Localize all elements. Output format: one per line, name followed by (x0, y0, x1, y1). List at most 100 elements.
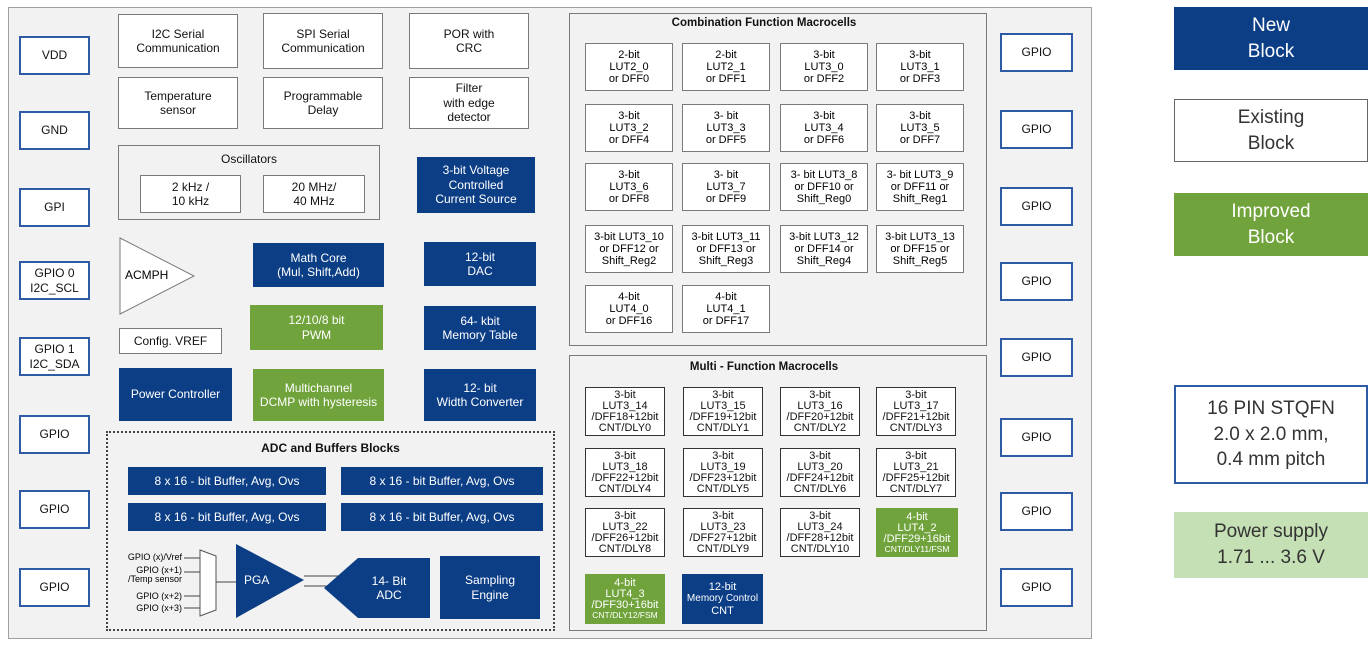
combo-cell: 2-bit LUT2_1 or DFF1 (682, 43, 770, 91)
adc-shape (324, 558, 430, 618)
combo-cell: 2-bit LUT2_0 or DFF0 (585, 43, 673, 91)
pin-gpio-left-3: GPIO (19, 568, 90, 607)
improved-cell-1-line3: /DFF29+16bit (883, 532, 951, 545)
memctl-line2: Memory Control (686, 593, 759, 605)
multi-cell: 3-bit LUT3_17 /DFF21+12bit CNT/DLY3 (876, 387, 956, 436)
pin-gpio-right-4: GPIO (1000, 262, 1073, 301)
multi-cell: 3-bit LUT3_15 /DFF19+12bit CNT/DLY1 (683, 387, 763, 436)
mux-input-3: GPIO (x+2) (136, 591, 182, 601)
pin-gpio1: GPIO 1 I2C_SDA (19, 337, 90, 376)
pwm-block: 12/10/8 bit PWM (250, 305, 383, 350)
dac-block: 12-bit DAC (424, 242, 536, 286)
width-converter-block: 12- bit Width Converter (424, 369, 536, 421)
acmph-label: ACMPH (125, 268, 169, 282)
multi-cell: 3-bit LUT3_24 /DFF28+12bit CNT/DLY10 (780, 508, 860, 557)
memory-table-block: 64- kbit Memory Table (424, 306, 536, 350)
power-supply-info: Power supply 1.71 ... 3.6 V (1174, 512, 1368, 578)
sampling-engine-block: Sampling Engine (440, 556, 540, 619)
oscillators-title: Oscillators (220, 152, 277, 166)
combo-cell: 3- bit LUT3_8 or DFF10 or Shift_Reg0 (780, 163, 868, 211)
combo-cell: 3-bit LUT3_1 or DFF3 (876, 43, 964, 91)
i2c-block: I2C Serial Communication (118, 14, 238, 68)
pin-gpio-right-6: GPIO (1000, 418, 1073, 457)
multi-cell: 3-bit LUT3_19 /DFF23+12bit CNT/DLY5 (683, 448, 763, 497)
memory-control-cnt-block: 12-bit Memory Control CNT (682, 574, 763, 624)
pin-gpio-right-2: GPIO (1000, 110, 1073, 149)
combo-cell: 4-bit LUT4_0 or DFF16 (585, 285, 673, 333)
pin-gnd: GND (19, 111, 90, 150)
multi-cell: 3-bit LUT3_23 /DFF27+12bit CNT/DLY9 (683, 508, 763, 557)
por-block: POR with CRC (409, 13, 529, 69)
vccs-block: 3-bit Voltage Controlled Current Source (417, 157, 535, 213)
improved-cell-2-line2: LUT4_3 (605, 588, 645, 601)
memctl-line1: 12-bit (708, 580, 737, 593)
buffer-block-2: 8 x 16 - bit Buffer, Avg, Ovs (341, 467, 543, 495)
config-vref-block: Config. VREF (119, 328, 222, 354)
filter-block: Filter with edge detector (409, 77, 529, 129)
osc-slow: 2 kHz / 10 kHz (140, 175, 241, 213)
multi-cell: 3-bit LUT3_16 /DFF20+12bit CNT/DLY2 (780, 387, 860, 436)
combo-cell: 3- bit LUT3_7 or DFF9 (682, 163, 770, 211)
adc-buffers-title: ADC and Buffers Blocks (261, 441, 400, 455)
improved-cell-1-line2: LUT4_2 (897, 521, 937, 534)
improved-cell-1-line1: 4-bit (906, 510, 928, 523)
power-controller-block: Power Controller (119, 368, 232, 421)
combo-cell: 3-bit LUT3_10 or DFF12 or Shift_Reg2 (585, 225, 673, 273)
dcmp-block: Multichannel DCMP with hysteresis (253, 369, 384, 421)
multi-cell: 3-bit LUT3_22 /DFF26+12bit CNT/DLY8 (585, 508, 665, 557)
pin-gpio-right-5: GPIO (1000, 338, 1073, 377)
improved-cell-1-line4: CNT/DLY11/FSM (884, 543, 950, 554)
combo-cell: 3-bit LUT3_11 or DFF13 or Shift_Reg3 (682, 225, 770, 273)
pin-gpi: GPI (19, 188, 90, 227)
pin-gpio-right-8: GPIO (1000, 568, 1073, 607)
multi-cell: 3-bit LUT3_20 /DFF24+12bit CNT/DLY6 (780, 448, 860, 497)
improved-cell-2-line3: /DFF30+16bit (591, 599, 659, 612)
pin-gpio0: GPIO 0 I2C_SCL (19, 261, 90, 300)
multi-cell: 3-bit LUT3_21 /DFF25+12bit CNT/DLY7 (876, 448, 956, 497)
pin-gpio-left-1: GPIO (19, 415, 90, 454)
pin-vdd: VDD (19, 36, 90, 75)
pin-gpio-left-2: GPIO (19, 490, 90, 529)
mux-input-1: GPIO (x)/Vref (127, 552, 182, 562)
combo-cell: 3-bit LUT3_6 or DFF8 (585, 163, 673, 211)
package-info: 16 PIN STQFN 2.0 x 2.0 mm, 0.4 mm pitch (1174, 385, 1368, 484)
legend-improved-block: Improved Block (1174, 193, 1368, 256)
adc-signal-path (184, 544, 338, 618)
spi-block: SPI Serial Communication (263, 13, 383, 69)
prog-delay-block: Programmable Delay (263, 77, 383, 129)
pin-gpio-right-7: GPIO (1000, 492, 1073, 531)
pin-gpio-right-3: GPIO (1000, 187, 1073, 226)
buffer-block-3: 8 x 16 - bit Buffer, Avg, Ovs (128, 503, 326, 531)
mux-input-2: GPIO (x+1) /Temp sensor (127, 565, 182, 585)
improved-cell-2-line1: 4-bit (614, 577, 636, 590)
multi-macrocells-title: Multi - Function Macrocells (689, 361, 839, 373)
combo-cell: 3-bit LUT3_4 or DFF6 (780, 104, 868, 152)
combo-cell: 3- bit LUT3_9 or DFF11 or Shift_Reg1 (876, 163, 964, 211)
legend-new-block: New Block (1174, 7, 1368, 70)
improved-multi-cell-1: 4-bit LUT4_2 /DFF29+16bit CNT/DLY11/FSM (876, 508, 958, 557)
combo-cell: 3-bit LUT3_2 or DFF4 (585, 104, 673, 152)
mux-input-4: GPIO (x+3) (136, 603, 182, 613)
acmph-triangle (119, 237, 196, 315)
improved-multi-cell-2: 4-bit LUT4_3 /DFF30+16bit CNT/DLY12/FSM (585, 574, 665, 624)
buffer-block-4: 8 x 16 - bit Buffer, Avg, Ovs (341, 503, 543, 531)
improved-cell-2-line4: CNT/DLY12/FSM (592, 610, 658, 621)
adc-buffers-group (106, 431, 555, 631)
combo-cell: 3-bit LUT3_12 or DFF14 or Shift_Reg4 (780, 225, 868, 273)
combo-cell: 4-bit LUT4_1 or DFF17 (682, 285, 770, 333)
combo-cell: 3-bit LUT3_0 or DFF2 (780, 43, 868, 91)
combo-cell: 3-bit LUT3_5 or DFF7 (876, 104, 964, 152)
combo-cell: 3-bit LUT3_13 or DFF15 or Shift_Reg5 (876, 225, 964, 273)
multi-cell: 3-bit LUT3_18 /DFF22+12bit CNT/DLY4 (585, 448, 665, 497)
buffer-block-1: 8 x 16 - bit Buffer, Avg, Ovs (128, 467, 326, 495)
pga-label: PGA (244, 573, 270, 587)
legend-existing-block: Existing Block (1174, 99, 1368, 162)
multi-cell: 3-bit LUT3_14 /DFF18+12bit CNT/DLY0 (585, 387, 665, 436)
math-core-block: Math Core (Mul, Shift,Add) (253, 243, 384, 287)
memctl-line3: CNT (711, 604, 734, 617)
temp-sensor-block: Temperature sensor (118, 77, 238, 129)
pin-gpio-right-1: GPIO (1000, 33, 1073, 72)
combo-macrocells-title: Combination Function Macrocells (671, 17, 857, 29)
osc-fast: 20 MHz/ 40 MHz (263, 175, 365, 213)
combo-cell: 3- bit LUT3_3 or DFF5 (682, 104, 770, 152)
